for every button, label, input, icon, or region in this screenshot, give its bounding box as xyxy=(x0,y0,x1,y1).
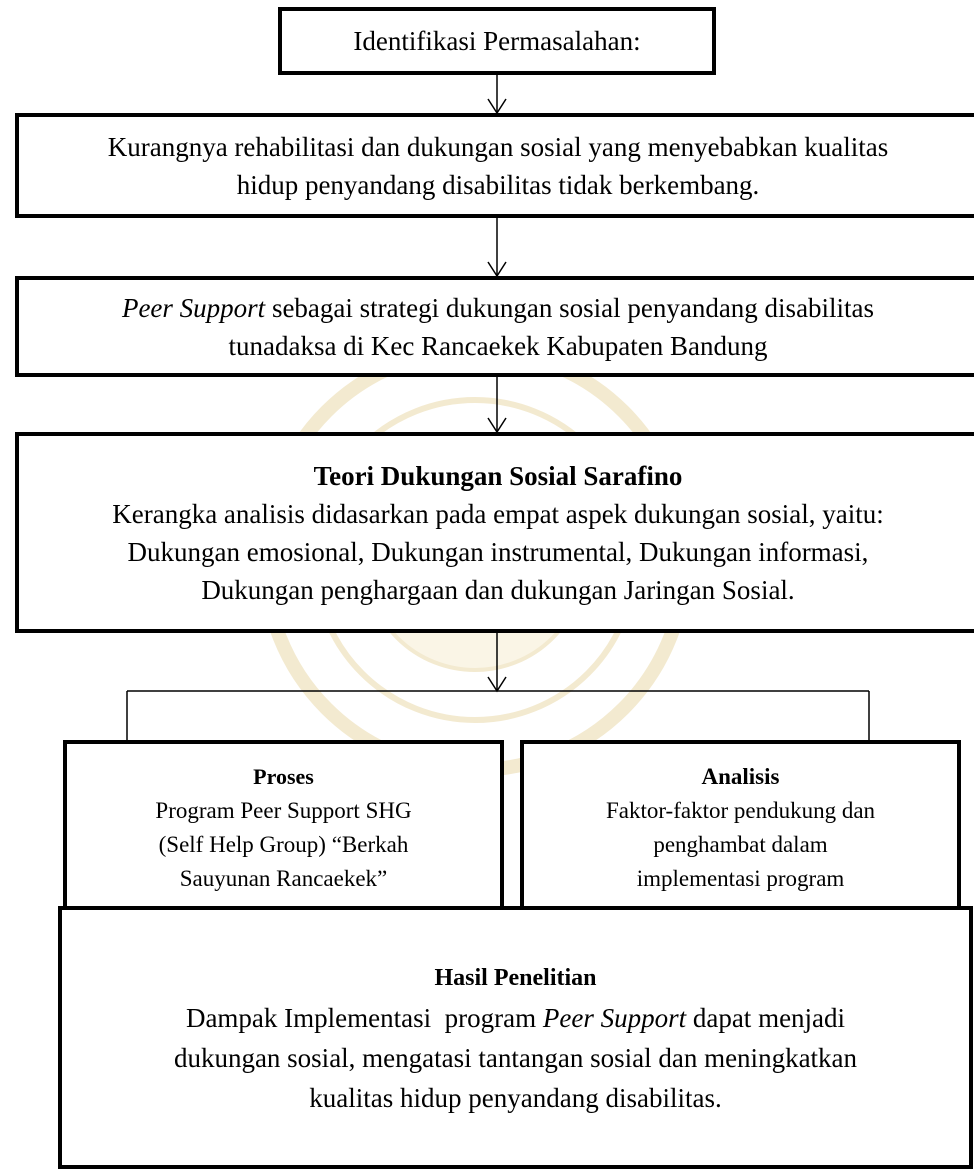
result-line1-post: dapat menjadi xyxy=(686,1002,846,1033)
process-box-line1: Program Peer Support SHG xyxy=(155,798,412,823)
box-strategy-line1-rest: sebagai strategi dukungan sosial penyand… xyxy=(265,292,875,323)
box-theory-line3: Dukungan penghargaan dan dukungan Jaring… xyxy=(201,574,795,605)
box-strategy-line2: tunadaksa di Kec Rancaekek Kabupaten Ban… xyxy=(228,330,768,361)
box-problem-identification-text: Identifikasi Permasalahan: xyxy=(353,25,641,56)
analysis-box-line2: penghambat dalam xyxy=(653,832,828,857)
box-strategy-line1: Peer Support sebagai strategi dukungan s… xyxy=(122,289,874,327)
process-box-line2: (Self Help Group) “Berkah xyxy=(158,832,409,857)
result-box-line2: dukungan sosial, mengatasi tantangan sos… xyxy=(173,1042,858,1073)
box-strategy: Peer Support sebagai strategi dukungan s… xyxy=(15,276,974,377)
box-theory: Teori Dukungan Sosial Sarafino Kerangka … xyxy=(15,432,974,633)
result-box-line3: kualitas hidup penyandang disabilitas. xyxy=(309,1082,722,1113)
analysis-box-line3: implementasi program xyxy=(636,866,845,891)
process-box: Proses Program Peer Support SHG (Self He… xyxy=(63,740,504,916)
result-box-line1: Dampak Implementasi program Peer Support… xyxy=(186,998,845,1038)
result-box-title: Hasil Penelitian xyxy=(434,964,597,991)
box-theory-line1: Kerangka analisis didasarkan pada empat … xyxy=(112,498,884,529)
box-theory-title: Teori Dukungan Sosial Sarafino xyxy=(313,460,683,491)
process-box-line3: Sauyunan Rancaekek” xyxy=(179,866,388,891)
analysis-box-line1: Faktor-faktor pendukung dan xyxy=(605,798,876,823)
box-problem-line1: Kurangnya rehabilitasi dan dukungan sosi… xyxy=(107,131,889,162)
result-line1-italic: Peer Support xyxy=(542,1002,687,1033)
process-box-title: Proses xyxy=(253,764,314,789)
box-theory-line2: Dukungan emosional, Dukungan instrumenta… xyxy=(127,536,869,567)
result-line1-pre: Dampak Implementasi program xyxy=(185,1002,543,1033)
box-problem: Kurangnya rehabilitasi dan dukungan sosi… xyxy=(15,113,974,218)
box-problem-line2: hidup penyandang disabilitas tidak berke… xyxy=(236,169,760,200)
analysis-box: Analisis Faktor-faktor pendukung dan pen… xyxy=(520,740,961,916)
analysis-box-title: Analisis xyxy=(701,764,780,789)
peer-support-italic: Peer Support xyxy=(121,292,266,323)
result-box: Hasil Penelitian Dampak Implementasi pro… xyxy=(58,906,973,1169)
box-problem-identification: Identifikasi Permasalahan: xyxy=(278,7,716,75)
